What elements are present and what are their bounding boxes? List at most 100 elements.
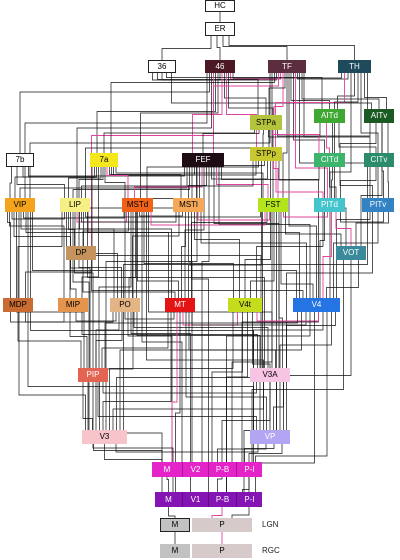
connection-line xyxy=(82,212,129,246)
area-v4t: V4t xyxy=(228,298,262,312)
connection-line xyxy=(166,477,169,492)
connection-line xyxy=(217,477,223,492)
connection-line xyxy=(275,161,324,198)
connection-line xyxy=(7,212,11,298)
area-fst: FST xyxy=(258,198,288,212)
connection-line xyxy=(301,73,380,109)
connection-line xyxy=(334,73,359,153)
connection-line xyxy=(78,260,122,298)
connection-line xyxy=(196,161,265,198)
connection-line xyxy=(81,161,254,198)
connection-line xyxy=(82,260,176,298)
connection-line xyxy=(338,123,377,153)
lgn-m-box: M xyxy=(160,518,190,532)
area-v3a: V3A xyxy=(250,368,290,382)
connection-line xyxy=(102,312,172,430)
connection-line xyxy=(150,212,266,226)
connection-line xyxy=(115,444,259,453)
connection-line xyxy=(200,212,307,298)
connection-line xyxy=(140,73,219,198)
connection-line xyxy=(288,73,317,298)
area-7b: 7b xyxy=(6,153,34,167)
connection-line xyxy=(18,212,86,430)
connection-line xyxy=(303,73,371,153)
connection-line xyxy=(272,130,320,153)
area-mdp: MDP xyxy=(3,298,33,312)
connection-line xyxy=(141,212,183,462)
connection-line xyxy=(139,212,183,217)
area-mstd: MSTd xyxy=(122,198,153,212)
connection-line xyxy=(91,260,304,298)
connection-line xyxy=(216,36,221,60)
connection-line xyxy=(95,312,123,430)
connection-line xyxy=(81,312,258,368)
connection-line xyxy=(161,36,212,60)
connection-line xyxy=(273,382,284,430)
connection-line xyxy=(279,312,332,430)
connection-line xyxy=(74,212,118,298)
connection-line xyxy=(228,36,355,60)
connection-line xyxy=(87,382,163,462)
connection-line xyxy=(157,73,259,115)
connection-line xyxy=(97,382,257,430)
connection-line xyxy=(278,161,320,181)
connection-line xyxy=(216,167,269,198)
connection-line xyxy=(104,167,126,298)
connection-line xyxy=(19,167,188,198)
area-pip: PIP xyxy=(78,368,108,382)
connection-line xyxy=(273,73,284,115)
connection-line xyxy=(221,382,271,462)
connection-line xyxy=(78,167,104,246)
connection-line xyxy=(134,167,203,198)
connection-line xyxy=(68,212,75,246)
connection-line xyxy=(25,212,169,298)
area-stpa: STPa xyxy=(250,115,282,130)
connection-line xyxy=(28,167,185,177)
area-v2-bar: M V2 P-B P-I xyxy=(152,462,262,477)
connection-line xyxy=(87,212,300,298)
area-v1-bar: M V1 P-B P-I xyxy=(155,492,262,507)
connection-line xyxy=(221,167,319,198)
connection-line xyxy=(96,73,216,153)
v1-label: V1 xyxy=(182,492,208,507)
connection-line xyxy=(93,444,163,462)
connection-line xyxy=(251,260,344,462)
v1-m-cell: M xyxy=(165,494,172,504)
connection-line xyxy=(282,73,288,198)
connection-line xyxy=(202,130,260,153)
connection-line xyxy=(132,212,180,298)
connection-line xyxy=(188,161,262,298)
connection-line xyxy=(268,123,321,138)
connection-line xyxy=(295,73,328,198)
area-fef: FEF xyxy=(182,153,224,167)
connection-line xyxy=(194,212,240,298)
connection-line xyxy=(70,212,91,368)
v1-p-i-cell: P-I xyxy=(236,492,262,507)
connection-line xyxy=(211,161,268,180)
connection-line xyxy=(280,212,314,298)
area-er: ER xyxy=(205,22,235,36)
area-pitv: PITv xyxy=(362,198,394,212)
connection-line xyxy=(286,312,336,368)
connection-line xyxy=(171,73,372,109)
area-v4: V4 xyxy=(293,298,340,312)
connection-line xyxy=(175,312,181,492)
connection-line xyxy=(360,73,379,198)
area-36: 36 xyxy=(148,60,176,73)
connection-line xyxy=(123,212,368,430)
area-mip: MIP xyxy=(58,298,88,312)
connection-line xyxy=(244,444,275,462)
connection-line xyxy=(326,123,330,153)
connection-line xyxy=(319,167,325,298)
area-citv: CITv xyxy=(364,153,394,167)
connection-line xyxy=(360,167,383,246)
connection-line xyxy=(95,312,120,368)
rgc-m-box: M xyxy=(160,544,190,558)
area-stpp: STPp xyxy=(250,147,282,161)
connection-line xyxy=(191,212,268,298)
area-hc: HC xyxy=(205,0,235,12)
connection-line xyxy=(213,73,279,153)
connection-line xyxy=(102,382,257,394)
rgc-label: RGC xyxy=(262,546,280,555)
area-pitd: PITd xyxy=(314,198,345,212)
